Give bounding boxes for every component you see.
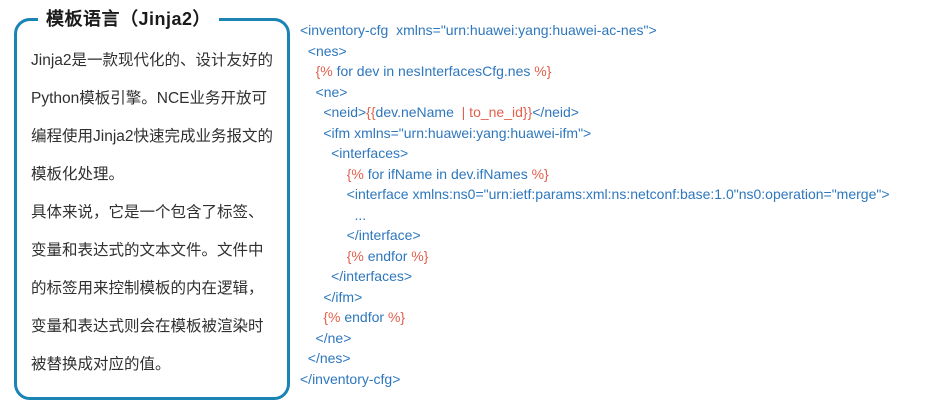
code-segment-tag: <neid> (300, 104, 367, 120)
code-segment-jinja: %} (411, 247, 429, 264)
code-line: <inventory-cfg xmlns="urn:huawei:yang:hu… (300, 20, 890, 41)
code-line: {% endfor %} (300, 246, 890, 267)
code-segment-jinja: {% (315, 63, 333, 79)
code-segment-tag: <inventory-cfg xmlns="urn:huawei:yang:hu… (300, 22, 657, 38)
code-segment-tag: endfor (363, 247, 412, 264)
panel-paragraph: 具体来说，它是一个包含了标签、变量和表达式的文本文件。文件中的标签用来控制模板的… (31, 204, 264, 373)
code-segment-tag: <nes> (300, 42, 347, 59)
code-line: </interface> (300, 225, 890, 246)
code-segment-jinja: %} (387, 309, 406, 325)
code-line: {% for ifName in dev.ifNames %} (300, 164, 890, 185)
code-segment-jinja: {% (346, 247, 364, 264)
panel-paragraph: Jinja2是一款现代化的、设计友好的Python模板引擎。NCE业务开放可编程… (31, 52, 273, 183)
code-line: </inventory-cfg> (300, 369, 890, 390)
code-segment-tag: </neid> (532, 104, 579, 120)
code-segment-jinja: {% (323, 309, 341, 325)
code-line: </nes> (300, 348, 890, 369)
code-segment-jinja: | to_ne_id}} (457, 104, 533, 120)
panel-body: Jinja2是一款现代化的、设计友好的Python模板引擎。NCE业务开放可编程… (17, 21, 287, 384)
code-segment-tag: <interface xmlns:ns0="urn:ietf:params:xm… (300, 186, 890, 202)
code-segment-tag: </interfaces> (300, 268, 413, 284)
jinja2-info-panel: Jinja2是一款现代化的、设计友好的Python模板引擎。NCE业务开放可编程… (14, 18, 290, 400)
code-line: </ifm> (300, 287, 890, 308)
code-line: <ne> (300, 82, 890, 103)
code-segment-tag: for dev in nesInterfacesCfg.nes (332, 63, 535, 79)
code-segment-jinja: %} (531, 165, 549, 182)
code-segment-tag (300, 63, 316, 79)
code-line: {% for dev in nesInterfacesCfg.nes %} (300, 61, 890, 82)
code-segment-tag (300, 309, 323, 325)
code-line: <nes> (300, 41, 890, 62)
code-segment-jinja: %} (534, 63, 552, 79)
code-segment-tag (300, 166, 347, 182)
panel-title: 模板语言（Jinja2） (38, 5, 220, 31)
code-segment-tag (300, 248, 347, 264)
code-segment-tag: </inventory-cfg> (300, 370, 401, 387)
code-segment-tag: <interfaces> (300, 145, 409, 161)
code-segment-tag: </nes> (300, 350, 351, 366)
code-segment-tag: ... (300, 206, 367, 223)
code-segment-tag: </interface> (300, 227, 421, 243)
code-segment-tag: dev.neName (375, 104, 458, 120)
code-segment-tag: <ifm xmlns="urn:huawei:yang:huawei-ifm"> (300, 124, 592, 141)
code-line: <interface xmlns:ns0="urn:ietf:params:xm… (300, 184, 890, 205)
code-line: ... (300, 205, 890, 226)
code-segment-tag: </ifm> (300, 288, 363, 305)
code-line: <neid>{{dev.neName | to_ne_id}}</neid> (300, 102, 890, 123)
code-line: {% endfor %} (300, 307, 890, 328)
code-segment-tag: <ne> (300, 83, 348, 100)
code-segment-tag: for ifName in dev.ifNames (363, 165, 532, 182)
code-segment-jinja: {% (346, 165, 364, 182)
code-line: </ne> (300, 328, 890, 349)
code-line: <ifm xmlns="urn:huawei:yang:huawei-ifm"> (300, 123, 890, 144)
code-block: <inventory-cfg xmlns="urn:huawei:yang:hu… (300, 20, 890, 389)
code-line: <interfaces> (300, 143, 890, 164)
code-segment-tag: </ne> (300, 329, 352, 346)
code-segment-tag: endfor (340, 309, 388, 325)
code-segment-jinja: {{ (366, 104, 376, 120)
code-line: </interfaces> (300, 266, 890, 287)
